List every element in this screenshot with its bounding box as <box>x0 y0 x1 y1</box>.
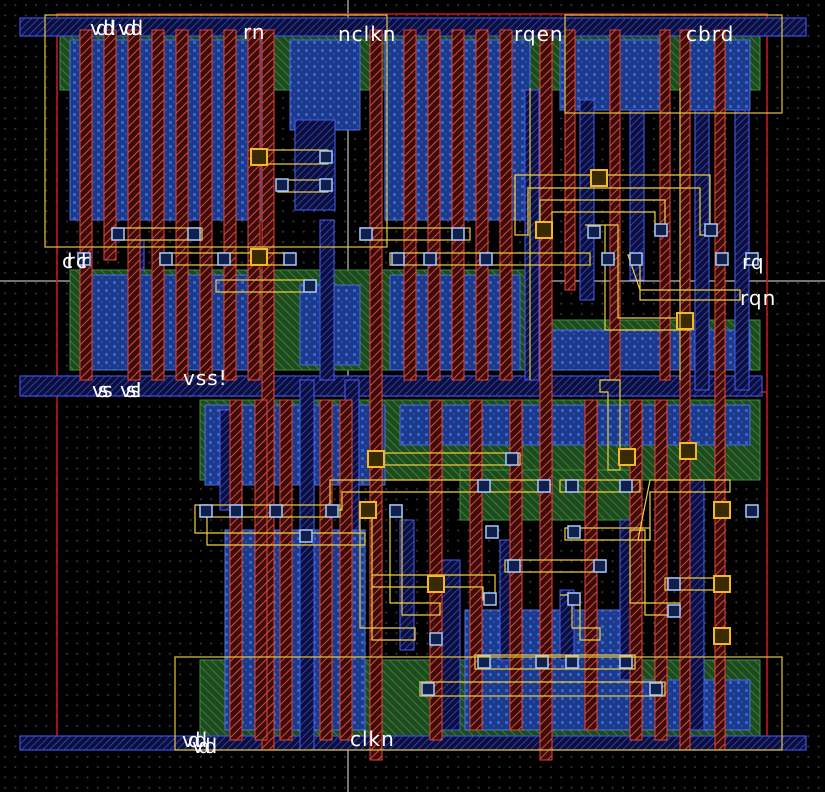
pin-label-vss-c: vss! <box>183 366 228 390</box>
pin-label-clr: clr <box>62 249 75 273</box>
pin-label-cbrd: cbrd <box>686 22 735 46</box>
prboundary-layer <box>44 14 783 751</box>
pin-label-vss: vss <box>92 378 113 402</box>
power-rails <box>19 17 807 751</box>
via-layer <box>250 148 731 645</box>
pin-label-vdd-top-b: vdd <box>118 16 143 40</box>
pin-label-rqn: rqn <box>740 286 777 310</box>
pin-label-vss-b: vss! <box>120 378 143 402</box>
poly-layer <box>79 29 726 761</box>
metal1-layer <box>129 89 750 751</box>
pin-label-rqen: rqen <box>514 22 564 46</box>
pin-label-clkn: clkn <box>350 727 395 751</box>
pin-label-vdd-bottom: vdd <box>182 728 207 752</box>
pin-label-vdd-top: vdd! <box>90 16 117 40</box>
pin-label-vdd-bottom-b: vdd <box>192 734 217 758</box>
pin-label-rq: rq <box>742 250 765 274</box>
pin-label-clr-b: cl r <box>76 249 89 273</box>
pin-label-rn: rn <box>243 20 266 44</box>
pin-label-nclkn: nclkn <box>338 22 397 46</box>
contact-layer <box>77 150 759 696</box>
